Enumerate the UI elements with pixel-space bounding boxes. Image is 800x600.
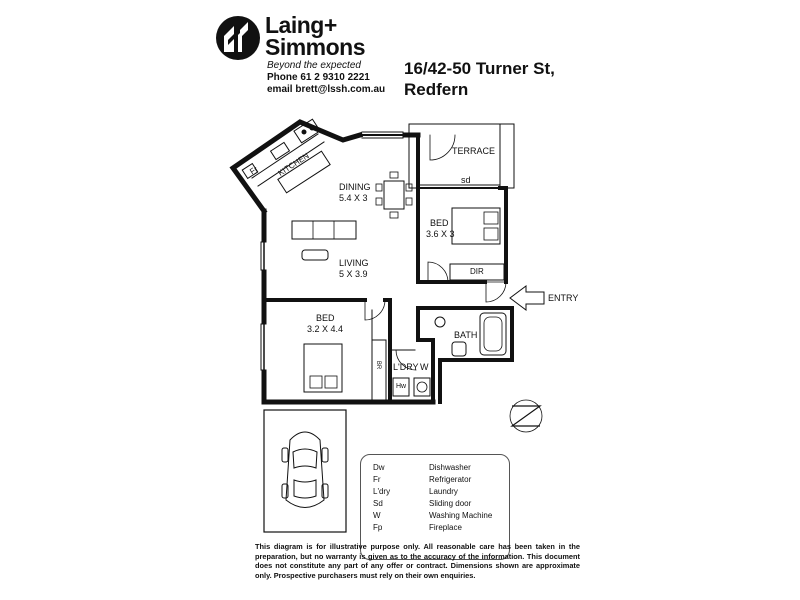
bath-label: BATH <box>454 330 478 340</box>
bed1-size: 3.6 X 3 <box>426 229 455 239</box>
disclaimer-text: This diagram is for illustrative purpose… <box>255 542 580 580</box>
entry-arrow-icon <box>509 285 545 311</box>
dir-label: DIR <box>470 267 484 276</box>
dining-size: 5.4 X 3 <box>339 193 368 203</box>
contact-email: email brett@lssh.com.au <box>267 84 386 95</box>
bed2-name: BED <box>316 313 335 323</box>
wardrobe-label: BR <box>375 360 382 370</box>
bed1-name: BED <box>430 218 449 228</box>
terrace-label: TERRACE <box>452 146 496 156</box>
address-line2: Redfern <box>404 80 469 99</box>
brand-name-line2: Simmons <box>265 34 366 60</box>
hot-water-label: Hw <box>396 383 407 390</box>
bed2-size: 3.2 X 4.4 <box>307 324 344 334</box>
parking-space <box>263 409 347 533</box>
laundry-label: L'DRY <box>393 362 419 372</box>
entry-label: ENTRY <box>548 293 579 303</box>
property-address: 16/42-50 Turner St, Redfern <box>404 58 555 100</box>
washing-machine-label: W <box>420 362 429 372</box>
living-name: LIVING <box>339 258 369 268</box>
living-size: 5 X 3.9 <box>339 269 368 279</box>
dining-name: DINING <box>339 182 371 192</box>
brand-logo-icon <box>216 16 260 60</box>
contact-phone: Phone 61 2 9310 2221 <box>267 72 370 83</box>
compass-icon <box>509 399 543 433</box>
brand-name-line1: Laing+ <box>265 12 337 38</box>
car-icon <box>281 431 329 508</box>
sliding-door-label: sd <box>461 175 471 185</box>
brand-tagline: Beyond the expected <box>267 60 361 71</box>
address-line1: 16/42-50 Turner St, <box>404 59 555 78</box>
